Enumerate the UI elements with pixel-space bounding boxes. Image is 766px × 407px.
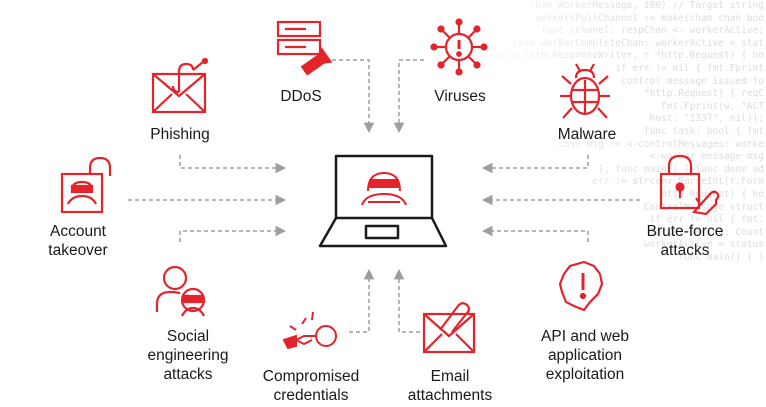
label-line: Phishing: [150, 126, 210, 143]
label-line: Malware: [557, 126, 617, 143]
code-line: func task: bool { fmt: [643, 125, 764, 137]
laptop-hacker-icon: [318, 154, 448, 248]
code-line: func (chanel: respChan <- workerActive;: [540, 25, 764, 37]
label-line: exploitation: [545, 366, 625, 383]
virus-icon: [430, 18, 488, 76]
code-line: func(w http.ResponseWriter, r *http.Requ…: [483, 50, 764, 62]
label-line: Social: [166, 328, 210, 345]
person-hacker-icon: [155, 265, 206, 317]
code-line: }; func main() { func done ad: [598, 163, 764, 175]
code-line: fmt.Fprint(w, "ACT: [661, 100, 764, 112]
label-line: attachments: [407, 387, 493, 404]
label-line: application: [547, 347, 623, 364]
code-line: workerActive = status: [643, 239, 764, 251]
code-line: chan WorkerMessage, 100) // Target strin…: [529, 0, 765, 11]
label-line: engineering: [147, 347, 229, 364]
arrow-phishing: [179, 155, 287, 174]
label-line: credentials: [273, 387, 349, 404]
envelope-paperclip-icon: [422, 302, 476, 354]
arrow-malware: [481, 155, 589, 174]
label-line: attacks: [660, 242, 710, 259]
label-compromised-credentials: Compromised credentials: [255, 367, 367, 405]
arrow-social-engineering: [179, 225, 287, 242]
label-line: Brute-force: [646, 223, 724, 240]
label-malware: Malware: [543, 125, 631, 144]
label-line: API and web: [541, 328, 629, 345]
padlock-hand-icon: [659, 154, 720, 216]
arrow-viruses: [393, 59, 424, 134]
label-ddos: DDoS: [268, 87, 334, 106]
label-line: Account: [49, 223, 106, 240]
label-line: Email: [430, 368, 470, 385]
label-phishing: Phishing: [136, 125, 224, 144]
code-line: host: "1337", nil));: [649, 113, 764, 125]
label-social-engineering: Social engineering attacks: [138, 327, 238, 384]
label-brute-force: Brute-force attacks: [633, 222, 737, 260]
code-line: if err != nil { fmt.Fprint: [615, 62, 764, 74]
arrow-api-exploitation: [481, 225, 589, 242]
code-line: case workerCompleteChan: workerActive = …: [512, 37, 764, 49]
label-line: Compromised: [262, 368, 360, 385]
code-line: func main() { }: [678, 251, 764, 263]
label-line: attacks: [163, 366, 213, 383]
label-line: Viruses: [434, 88, 486, 105]
label-email-attachments: Email attachments: [398, 367, 502, 405]
server-bomb-icon: [276, 20, 333, 76]
arrow-compromised-credentials: [349, 268, 375, 333]
code-line: Target string; Count: [649, 226, 764, 238]
arrow-ddos: [318, 59, 375, 134]
code-line: workersPullChannel := make(chan chan boo: [535, 12, 764, 24]
code-line: control message issued fo: [621, 75, 764, 87]
label-account-takeover: Account takeover: [30, 222, 126, 260]
label-line: takeover: [48, 242, 108, 259]
alert-gear-icon: [558, 260, 604, 312]
code-line: if err != nil { fmt.: [649, 214, 764, 226]
label-api-exploitation: API and web application exploitation: [527, 327, 643, 384]
phishing-envelope-icon: [151, 57, 209, 114]
label-line: DDoS: [280, 88, 322, 105]
code-line: *http.Request) { reqC: [643, 88, 764, 100]
arrow-email-attachments: [393, 268, 420, 333]
label-viruses: Viruses: [423, 87, 497, 106]
unlocked-padlock-hacker-icon: [60, 156, 112, 214]
connector-arrows: [128, 59, 640, 333]
bug-icon: [560, 63, 610, 119]
code-line: case msg := <-controlMessages: worke: [558, 138, 764, 150]
broken-key-icon: [282, 311, 337, 350]
